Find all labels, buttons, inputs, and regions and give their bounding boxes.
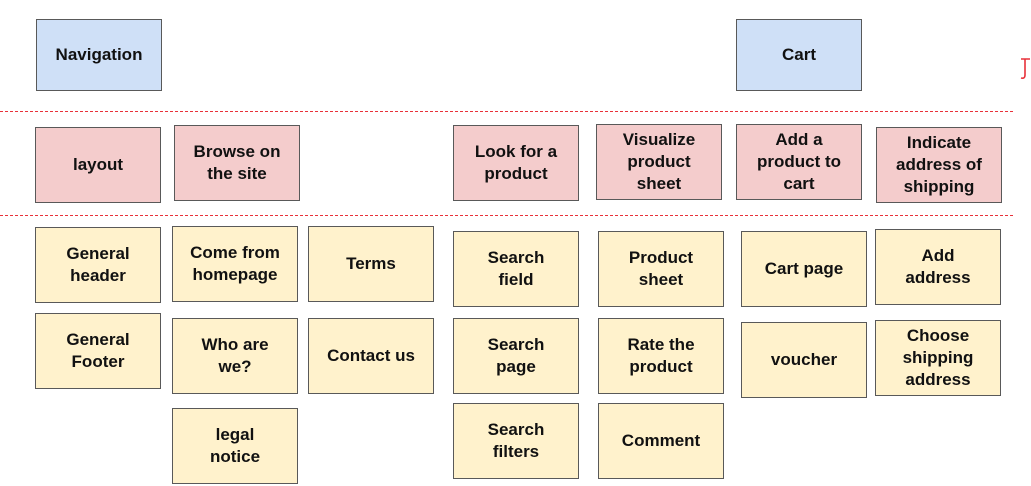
story-card-search-filters[interactable]: Search filters (453, 403, 579, 479)
story-card-come-from-homepage[interactable]: Come from homepage (172, 226, 298, 302)
task-card-layout[interactable]: layout (35, 127, 161, 203)
story-card-legal-notice[interactable]: legal notice (172, 408, 298, 484)
story-card-terms[interactable]: Terms (308, 226, 434, 302)
activity-card-navigation[interactable]: Navigation (36, 19, 162, 91)
story-card-who-are-we[interactable]: Who are we? (172, 318, 298, 394)
story-card-add-address[interactable]: Add address (875, 229, 1001, 305)
story-card-comment[interactable]: Comment (598, 403, 724, 479)
task-card-visualize-product-sheet[interactable]: Visualize product sheet (596, 124, 722, 200)
story-card-search-page[interactable]: Search page (453, 318, 579, 394)
story-card-rate-the-product[interactable]: Rate the product (598, 318, 724, 394)
story-card-voucher[interactable]: voucher (741, 322, 867, 398)
story-card-choose-shipping-address[interactable]: Choose shipping address (875, 320, 1001, 396)
story-card-general-header[interactable]: General header (35, 227, 161, 303)
story-card-search-field[interactable]: Search field (453, 231, 579, 307)
story-card-general-footer[interactable]: General Footer (35, 313, 161, 389)
story-card-contact-us[interactable]: Contact us (308, 318, 434, 394)
divider-line-bottom (0, 215, 1013, 216)
divider-line-top (0, 111, 1013, 112)
story-card-product-sheet[interactable]: Product sheet (598, 231, 724, 307)
task-card-look-for-product[interactable]: Look for a product (453, 125, 579, 201)
task-card-browse-site[interactable]: Browse on the site (174, 125, 300, 201)
story-card-cart-page[interactable]: Cart page (741, 231, 867, 307)
activity-card-cart[interactable]: Cart (736, 19, 862, 91)
cropped-red-mark (1020, 58, 1030, 79)
task-card-add-to-cart[interactable]: Add a product to cart (736, 124, 862, 200)
task-card-indicate-shipping-address[interactable]: Indicate address of shipping (876, 127, 1002, 203)
